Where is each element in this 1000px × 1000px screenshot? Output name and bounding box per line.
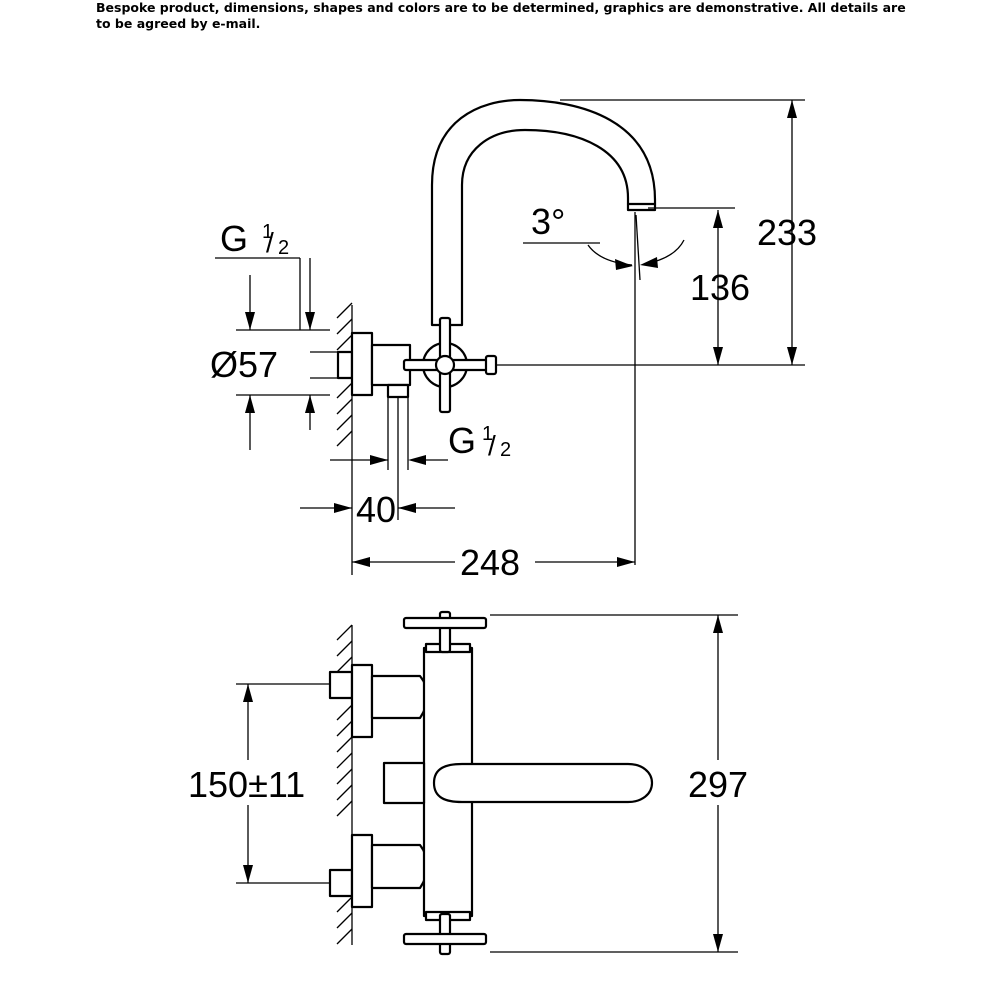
handle-cross	[402, 316, 498, 414]
width-total-label: 297	[688, 764, 748, 805]
top-view: 150±11 297	[188, 610, 748, 956]
thread-bottom-prefix: G	[448, 420, 476, 461]
handle-top	[402, 610, 488, 654]
spout	[430, 98, 657, 327]
diverter-block	[382, 761, 426, 805]
disclaimer-note: Bespoke product, dimensions, shapes and …	[96, 0, 906, 31]
diameter-label: Ø57	[210, 344, 278, 385]
height-outlet-label: 136	[690, 267, 750, 308]
wall-connector	[336, 350, 354, 380]
connector-arm	[370, 343, 412, 387]
svg-text:/: /	[488, 430, 496, 461]
side-view: G 1 / 2 Ø57 G 1 / 2 3° 136 233 40 248	[210, 98, 817, 583]
thread-bottom-den: 2	[500, 439, 511, 461]
escutcheon-lower	[350, 833, 374, 909]
thread-top-num: 1	[262, 221, 273, 243]
height-total-label: 233	[757, 212, 817, 253]
arm-upper	[370, 674, 429, 720]
escutcheon	[350, 331, 374, 397]
projection-small-label: 40	[356, 489, 396, 530]
outlet-nut	[386, 383, 410, 399]
angle-label: 3°	[531, 201, 565, 242]
thread-bottom-num: 1	[482, 423, 493, 445]
thread-top-den: 2	[278, 237, 289, 259]
spout-top	[432, 762, 654, 804]
escutcheon-upper	[350, 663, 374, 739]
connector-lower-nut	[328, 868, 354, 898]
arm-lower	[370, 843, 429, 890]
svg-text:/: /	[266, 227, 274, 258]
handle-bottom	[402, 912, 488, 956]
thread-top-prefix: G	[220, 218, 248, 259]
centers-label: 150±11	[188, 764, 305, 805]
projection-total-label: 248	[460, 542, 520, 583]
connector-upper-nut	[328, 670, 354, 700]
